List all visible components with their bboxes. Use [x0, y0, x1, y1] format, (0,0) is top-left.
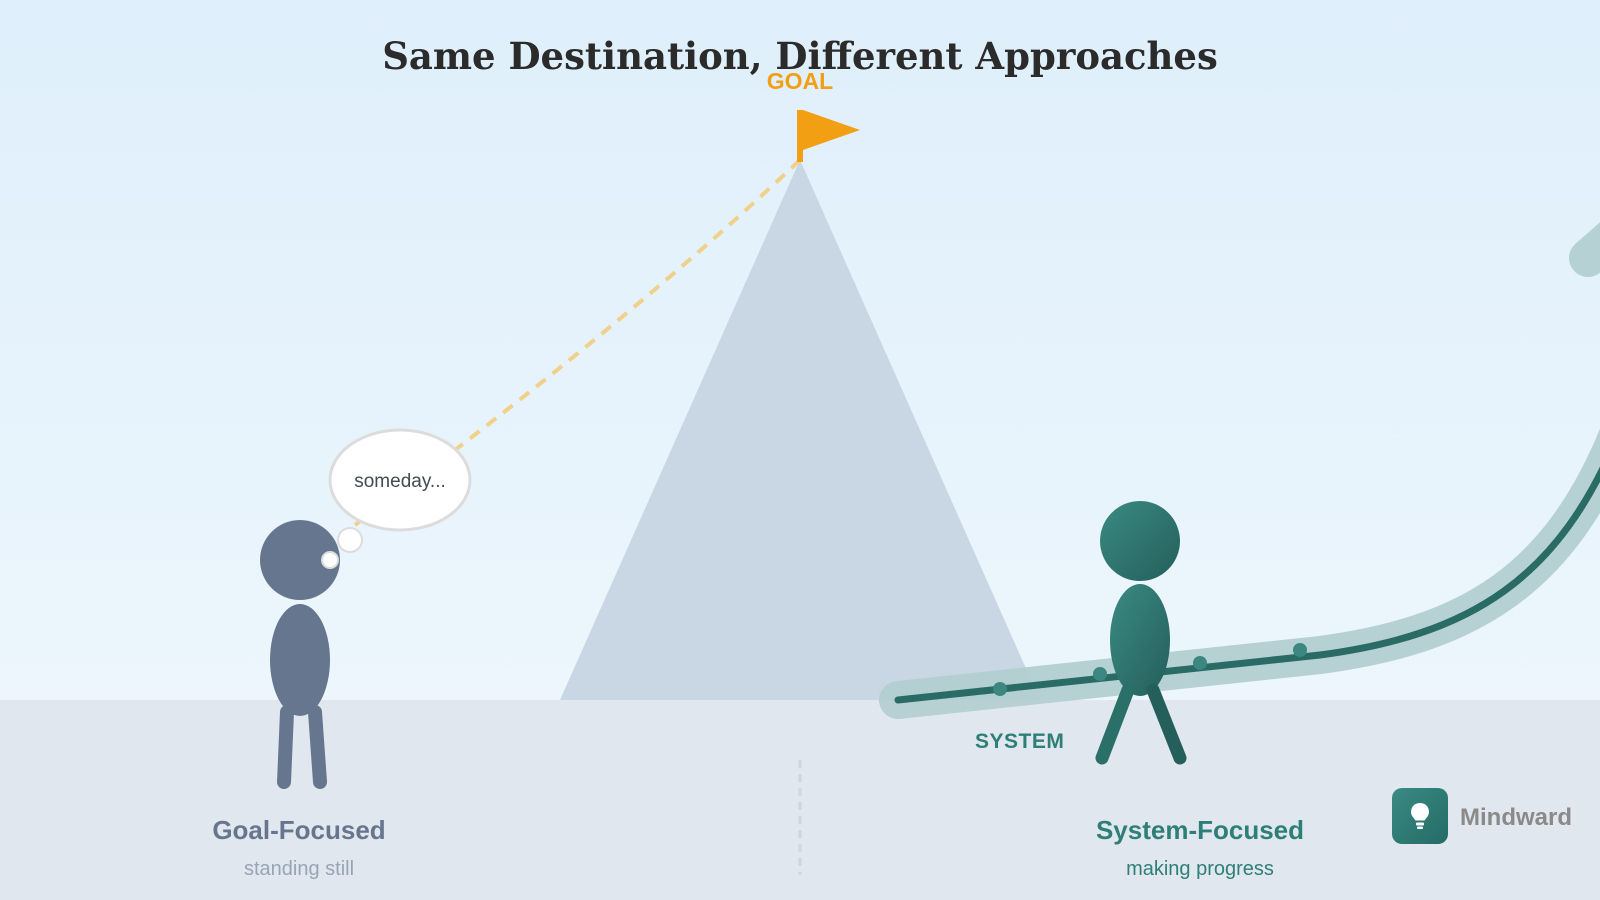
mountain-shade — [700, 200, 1040, 700]
goal-focused-figure — [260, 520, 340, 789]
system-path — [894, 466, 1600, 704]
system-focused-figure — [1095, 501, 1187, 765]
figure-head — [1100, 501, 1180, 581]
path-milestones — [993, 643, 1307, 696]
goal-focused-subtitle: standing still — [243, 858, 355, 880]
figure-body — [270, 604, 330, 716]
system-label: SYSTEM — [975, 730, 1065, 753]
lightbulb-icon — [1411, 803, 1429, 829]
goal-label: GOAL — [766, 68, 834, 94]
ground — [0, 700, 1600, 900]
page-title: Same Destination, Different Approaches — [382, 34, 1218, 78]
system-focused-subtitle: making progress — [1126, 858, 1274, 880]
figure-head — [260, 520, 340, 600]
goal-flag-icon — [797, 110, 860, 162]
system-focused-title: System-Focused — [1095, 815, 1305, 845]
figure-body — [1110, 584, 1170, 696]
thought-text: someday... — [354, 471, 446, 492]
brand-logo — [1392, 788, 1448, 844]
brand-name: Mindward — [1460, 804, 1572, 831]
goal-focused-title: Goal-Focused — [212, 815, 386, 845]
thought-bubble — [321, 428, 472, 569]
